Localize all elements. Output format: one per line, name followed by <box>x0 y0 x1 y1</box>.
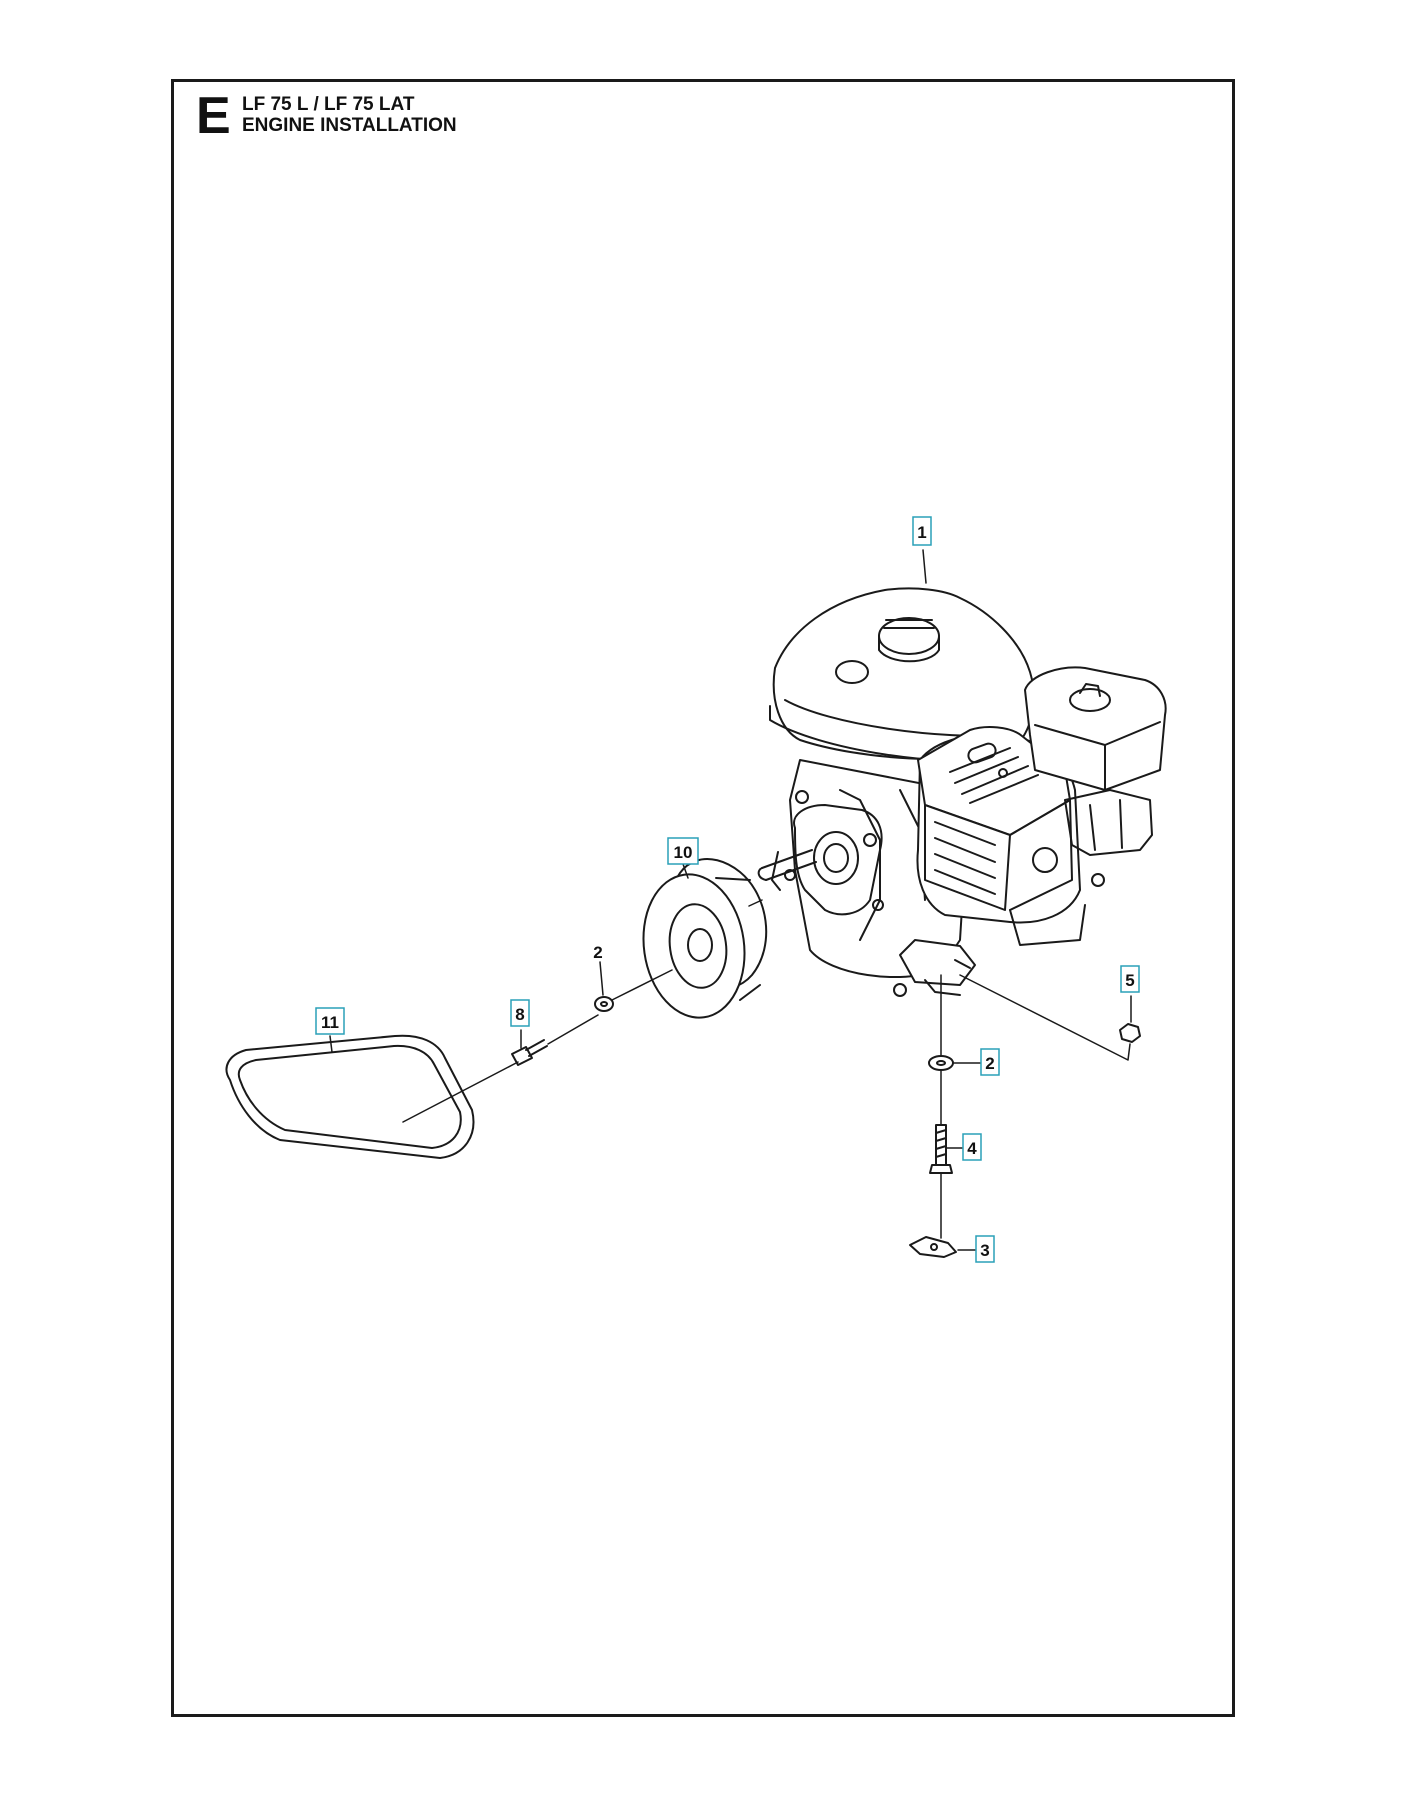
washer-right-illustration <box>928 1055 954 1071</box>
svg-text:5: 5 <box>1125 971 1134 990</box>
section-letter: E <box>196 87 231 145</box>
callout-5: 5 <box>1120 965 1140 993</box>
svg-text:4: 4 <box>967 1139 977 1158</box>
washer-illustration <box>594 996 614 1012</box>
clip-illustration <box>909 1236 957 1258</box>
callout-11: 11 <box>315 1007 345 1035</box>
nut-illustration <box>1119 1023 1141 1043</box>
callout-1: 1 <box>912 516 932 546</box>
model-title: LF 75 L / LF 75 LAT <box>242 94 415 115</box>
engine-illustration <box>757 587 1167 997</box>
callout-2-right: 2 <box>980 1048 1000 1076</box>
callout-8: 8 <box>510 999 530 1027</box>
svg-text:1: 1 <box>917 523 926 542</box>
callout-4: 4 <box>962 1133 982 1161</box>
svg-text:8: 8 <box>515 1005 524 1024</box>
svg-text:11: 11 <box>321 1013 339 1032</box>
callout-3: 3 <box>975 1235 995 1263</box>
bolt-4-illustration <box>929 1124 953 1174</box>
callout-10: 10 <box>667 837 699 865</box>
belt-illustration <box>225 1034 475 1159</box>
diagram-title: ENGINE INSTALLATION <box>242 115 457 136</box>
svg-text:3: 3 <box>980 1241 989 1260</box>
svg-text:10: 10 <box>674 843 693 862</box>
svg-text:2: 2 <box>985 1054 994 1073</box>
bolt-8-illustration <box>511 1039 548 1066</box>
svg-text:2: 2 <box>593 943 602 962</box>
pulley-illustration <box>642 858 768 1019</box>
callout-2-left: 2 <box>593 943 602 962</box>
